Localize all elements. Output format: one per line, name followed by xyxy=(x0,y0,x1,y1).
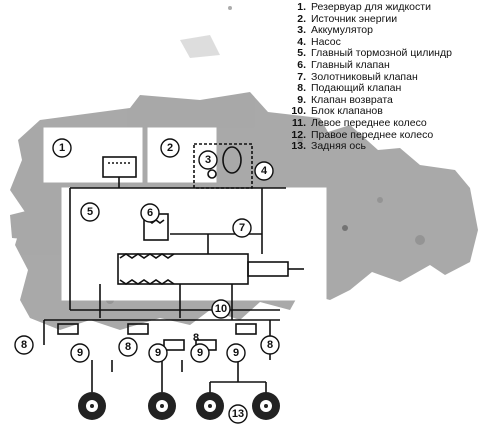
component-panels xyxy=(43,127,327,301)
callout-8d: 8 xyxy=(193,332,199,344)
callout-labels: 1 2 3 4 5 6 7 8 8 10 8 9 9 9 9 13 8 xyxy=(21,142,273,420)
legend-text: Аккумулятор xyxy=(311,24,373,37)
legend-item: 4. Насос xyxy=(284,35,498,49)
legend-text: Блок клапанов xyxy=(311,105,383,118)
callout-1: 1 xyxy=(59,142,65,154)
legend-number: 2. xyxy=(297,12,306,25)
legend-item: 9. Клапан возврата xyxy=(284,93,498,107)
legend-item: 5. Главный тормозной цилиндр xyxy=(284,48,498,60)
legend-text: Задняя ось xyxy=(311,140,366,153)
callout-3: 3 xyxy=(205,154,211,166)
legend-number: 10. xyxy=(291,105,306,118)
legend-item: 8. Подающий клапан xyxy=(284,83,498,95)
legend-text: Источник энергии xyxy=(311,12,398,25)
callouts xyxy=(14,138,280,424)
legend-item: 10. Блок клапанов xyxy=(284,106,498,118)
callout-13: 13 xyxy=(232,408,244,420)
callout-2: 2 xyxy=(167,142,173,154)
legend-number: 7. xyxy=(297,70,306,83)
callout-9d: 9 xyxy=(233,347,239,359)
legend-text: Главный тормозной цилиндр xyxy=(311,47,452,60)
callout-4: 4 xyxy=(261,165,268,177)
legend-number: 1. xyxy=(297,1,306,13)
legend-item: 3. Аккумулятор xyxy=(284,25,498,37)
callout-5: 5 xyxy=(87,206,93,218)
legend-text: Левое переднее колесо xyxy=(311,116,427,129)
legend-number: 11. xyxy=(291,116,306,129)
legend-number: 9. xyxy=(297,93,306,106)
legend-list: 1. Резервуар для жидкости 2. Источник энерг… xyxy=(284,1,498,153)
callout-10: 10 xyxy=(215,303,227,315)
wheel-rear-right xyxy=(252,392,280,420)
callout-9c: 9 xyxy=(197,347,203,359)
legend-item: 6. Главный клапан xyxy=(284,58,498,72)
legend-item: 13. Задняя ось xyxy=(284,141,498,153)
legend-text: Клапан возврата xyxy=(311,93,393,106)
legend-text: Подающий клапан xyxy=(311,82,402,95)
legend-item: 12. Правое переднее колесо xyxy=(284,128,498,142)
legend-text: Насос xyxy=(311,35,341,48)
callout-8a: 8 xyxy=(21,339,27,351)
legend-number: 8. xyxy=(297,82,306,95)
legend-text: Резервуар для жидкости xyxy=(311,1,431,13)
wheel-left-front xyxy=(78,392,106,420)
callout-6: 6 xyxy=(147,207,153,219)
legend-number: 5. xyxy=(297,47,306,60)
legend-item: 1. Резервуар для жидкости xyxy=(284,1,498,14)
callout-9a: 9 xyxy=(77,347,83,359)
callout-7: 7 xyxy=(239,222,245,234)
callout-8c: 8 xyxy=(267,339,273,351)
legend-text: Золотниковый клапан xyxy=(311,70,418,83)
legend-text: Главный клапан xyxy=(311,58,390,71)
legend-item: 2. Источник энергии xyxy=(284,12,498,26)
legend-number: 12. xyxy=(291,128,306,141)
legend-item: 7. Золотниковый клапан xyxy=(284,70,498,84)
wheel-right-front xyxy=(148,392,176,420)
callout-9b: 9 xyxy=(155,347,161,359)
legend-text: Правое переднее колесо xyxy=(311,128,434,141)
callout-8b: 8 xyxy=(125,341,131,353)
legend-number: 4. xyxy=(297,35,306,48)
legend-number: 3. xyxy=(297,24,306,37)
wheel-rear-left xyxy=(196,392,224,420)
legend-number: 6. xyxy=(297,58,306,71)
legend-number: 13. xyxy=(291,140,306,153)
legend-item: 11. Левое переднее колесо xyxy=(284,116,498,130)
